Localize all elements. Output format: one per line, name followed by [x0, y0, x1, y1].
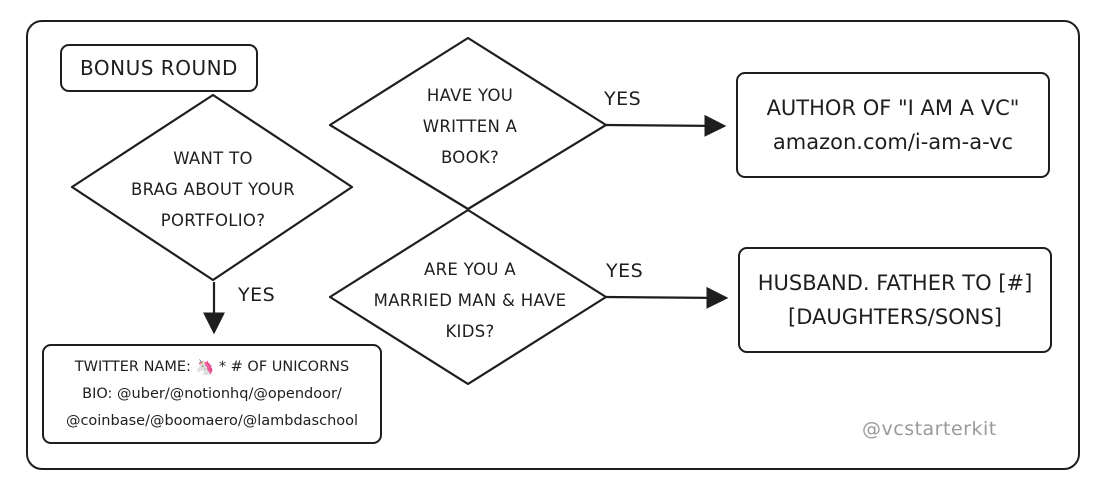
outcome-twitter-box: TWITTER NAME: 🦄 * # OF UNICORNS BIO: @ub…: [42, 344, 382, 444]
diamond-brag: [70, 93, 354, 282]
decision-brag-line: BRAG ABOUT YOUR: [130, 180, 296, 199]
outcome-husband-box: HUSBAND. FATHER TO [#] [DAUGHTERS/SONS]: [738, 247, 1052, 353]
watermark-handle: @vcstarterkit: [862, 418, 997, 440]
twitter-bio-line: BIO: @uber/@notionhq/@opendoor/: [82, 385, 342, 402]
twitter-bio-line: @coinbase/@boomaero/@lambdaschool: [65, 412, 359, 429]
edge-label-married-yes: YES: [606, 260, 644, 282]
decision-brag-text: WANT TO BRAG ABOUT YOUR PORTFOLIO?: [108, 143, 318, 236]
outcome-author-title: AUTHOR OF "I AM A VC": [766, 96, 1020, 120]
twitter-name-line: TWITTER NAME: 🦄 * # OF UNICORNS: [75, 354, 349, 381]
twitter-name-suffix: * # OF UNICORNS: [218, 358, 350, 375]
outcome-author-box: AUTHOR OF "I AM A VC" amazon.com/i-am-a-…: [736, 72, 1050, 178]
arrow-book-to-author: [605, 114, 727, 137]
arrow-married-to-husband: [605, 286, 729, 309]
decision-married-line: KIDS?: [445, 322, 495, 341]
decision-married-line: MARRIED MAN & HAVE: [373, 291, 567, 310]
bonus-round-label: BONUS ROUND: [60, 44, 258, 92]
outcome-husband-line: HUSBAND. FATHER TO [#]: [757, 271, 1033, 295]
decision-book-line: WRITTEN A: [422, 117, 518, 136]
decision-book-line: BOOK?: [440, 148, 500, 167]
diagram-frame: [26, 20, 1080, 470]
bonus-round-text: BONUS ROUND: [80, 56, 238, 80]
twitter-name-prefix: TWITTER NAME:: [74, 358, 191, 375]
unicorn-icon: 🦄: [195, 357, 215, 376]
decision-book-text: HAVE YOU WRITTEN A BOOK?: [395, 80, 545, 173]
edge-label-book-yes: YES: [604, 88, 642, 110]
outcome-author-url: amazon.com/i-am-a-vc: [772, 130, 1014, 154]
outcome-husband-line: [DAUGHTERS/SONS]: [788, 305, 1002, 329]
decision-married-line: ARE YOU A: [424, 260, 516, 279]
decision-married-text: ARE YOU A MARRIED MAN & HAVE KIDS?: [350, 254, 590, 347]
edge-label-brag-yes: YES: [238, 284, 276, 306]
decision-brag-line: PORTFOLIO?: [160, 211, 266, 230]
decision-book-line: HAVE YOU: [426, 86, 514, 105]
decision-brag-line: WANT TO: [173, 149, 253, 168]
diamond-married: [328, 208, 608, 386]
